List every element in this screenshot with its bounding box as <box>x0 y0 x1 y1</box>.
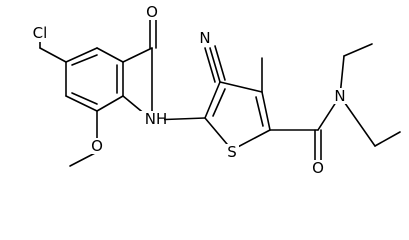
bond <box>96 47 124 63</box>
bond <box>69 151 98 167</box>
benzene-ring <box>39 47 124 112</box>
bond <box>96 95 124 112</box>
bond <box>261 91 271 131</box>
bond <box>209 47 221 83</box>
bond <box>214 45 226 81</box>
bond <box>65 95 98 112</box>
bond <box>39 47 67 63</box>
bond <box>343 43 373 57</box>
bond <box>65 47 98 63</box>
atom-label-n-nitrile: N <box>199 29 210 47</box>
atom-label-s-ring: S <box>227 143 237 161</box>
bond <box>71 92 98 105</box>
atom-label-o-methoxy: O <box>91 137 103 155</box>
amide-linker <box>122 17 206 121</box>
bond <box>204 47 216 83</box>
atom-label-n-diethyl: N <box>334 87 345 105</box>
bond <box>339 95 376 147</box>
bond <box>374 131 401 147</box>
bond <box>122 47 153 63</box>
atom-label-o-amide: O <box>146 3 158 21</box>
methoxy-group <box>69 110 98 167</box>
atom-label-cl: Cl <box>33 24 48 42</box>
diethylcarboxamide-group <box>269 43 401 163</box>
atom-label-nh: NH <box>145 110 168 128</box>
bond <box>255 96 264 127</box>
bond <box>219 81 263 93</box>
atom-label-o-carbamoyl: O <box>312 159 324 177</box>
nitrile-group <box>204 45 226 83</box>
bond <box>212 88 226 117</box>
thiophene-ring <box>204 81 271 151</box>
bond <box>204 81 221 119</box>
molecule-structure-diagram: Cl O NH O N S O N <box>32 3 401 177</box>
bond <box>71 54 98 66</box>
